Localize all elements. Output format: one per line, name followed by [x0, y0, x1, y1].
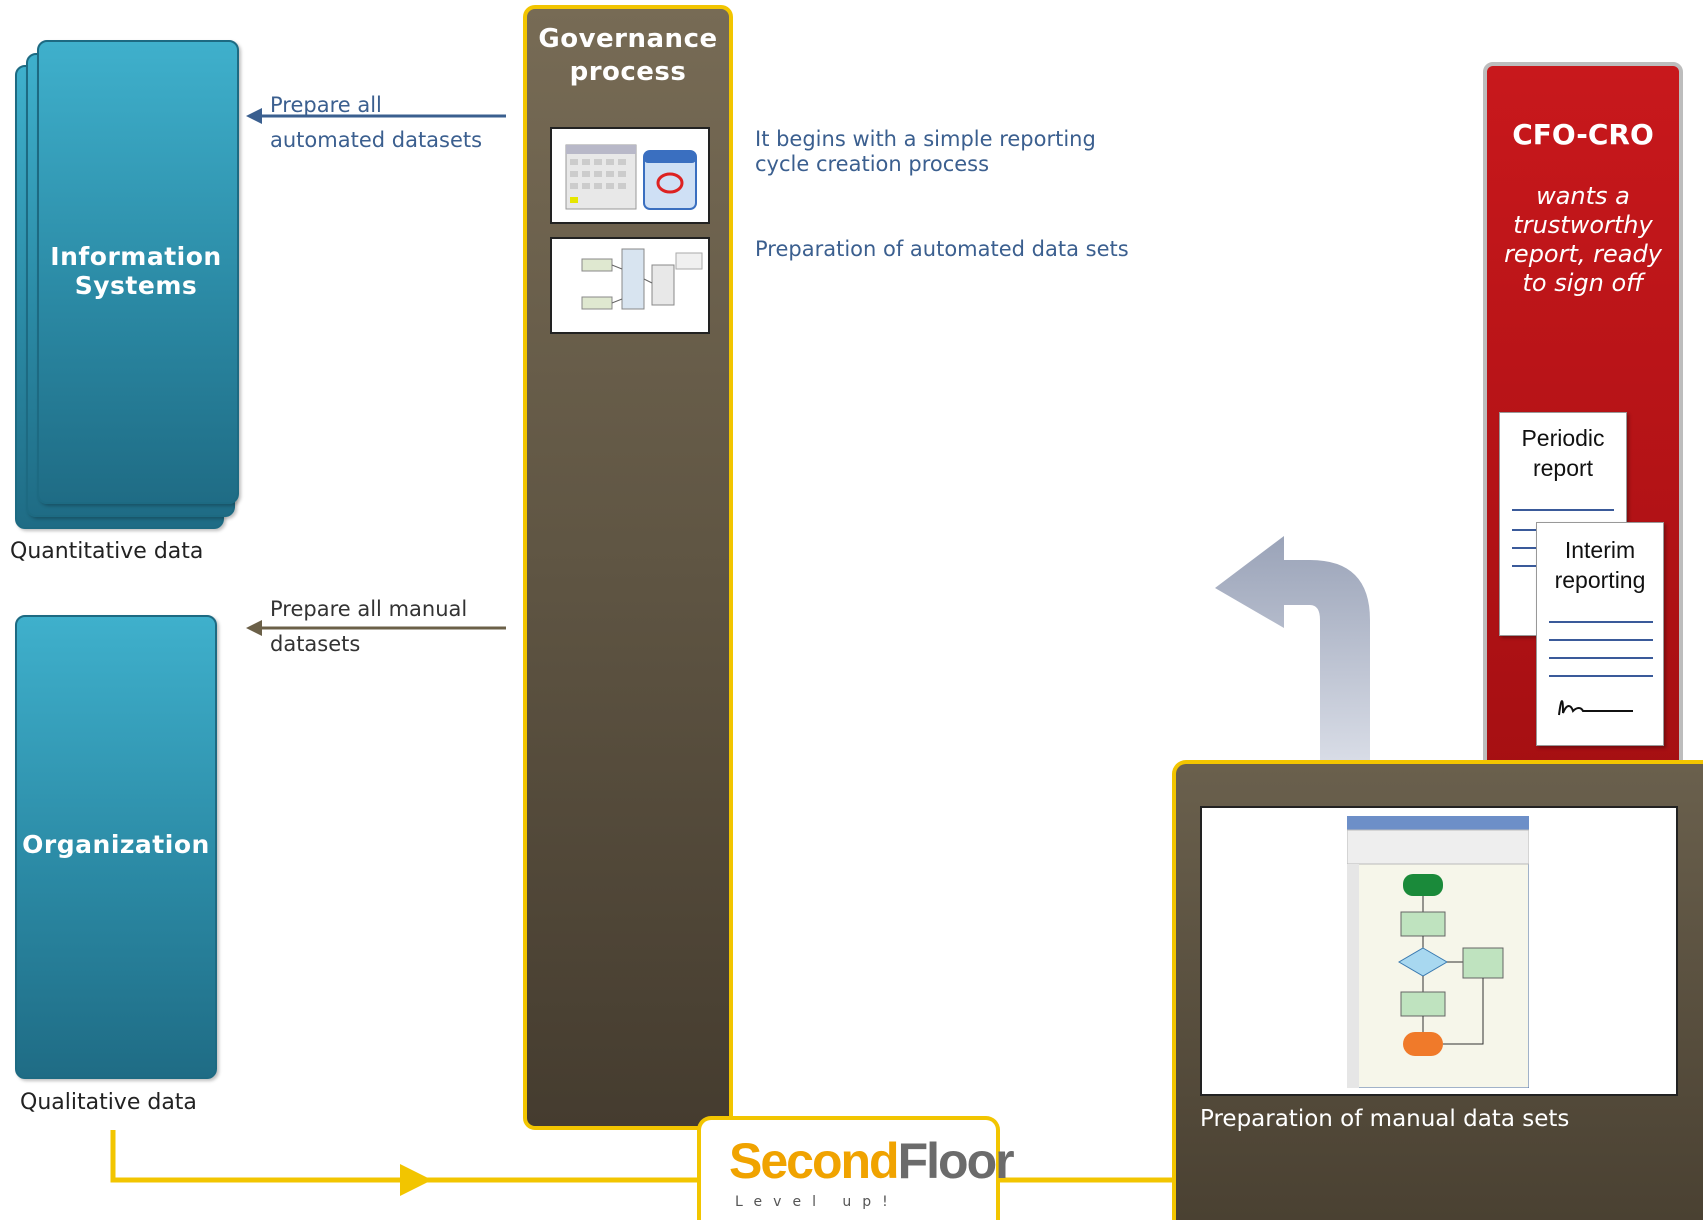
workflow-diagram-icon — [581, 248, 703, 310]
workflow-designer-icon — [1347, 816, 1529, 1088]
signature-icon — [1558, 700, 1633, 716]
logo-tagline: Level up! — [735, 1194, 899, 1210]
governance-title: Governance process — [538, 24, 718, 87]
flow-line — [110, 1130, 697, 1183]
qualitative-data-caption: Qualitative data — [20, 1090, 197, 1115]
logo-part-second: Second — [729, 1133, 900, 1189]
calendar-icon — [565, 144, 697, 210]
information-systems-label: Information Systems — [50, 242, 222, 300]
automated-arrow-label: Prepare all automated datasets — [270, 93, 483, 152]
calendar-thumbnail — [550, 127, 710, 224]
return-arrow — [1215, 536, 1370, 760]
manual-datasets-caption: Preparation of manual data sets — [1200, 1106, 1570, 1132]
logo-wordmark: SecondFloor — [729, 1132, 1015, 1190]
cfo-title: CFO-CRO — [1512, 118, 1654, 151]
governance-column: Governance process — [523, 5, 733, 1130]
quantitative-data-caption: Quantitative data — [10, 539, 204, 564]
logo-part-floor: Floor — [897, 1133, 1015, 1189]
doc-line — [1549, 657, 1653, 659]
manual-datasets-panel: Preparation of manual data sets — [1172, 760, 1703, 1220]
organization-box — [15, 615, 217, 1079]
manual-arrow-head — [246, 620, 262, 636]
doc-line — [1549, 675, 1653, 677]
dataset-diagram-thumbnail — [550, 237, 710, 334]
organization-label: Organization — [22, 830, 210, 859]
doc-line — [1512, 509, 1614, 511]
automated-arrow-head — [246, 108, 262, 124]
secondfloor-logo: SecondFloor Level up! — [697, 1116, 1015, 1220]
governance-step1-text: It begins with a simple reporting cycle … — [755, 127, 1096, 176]
doc-line — [1549, 621, 1653, 623]
manual-arrow-label: Prepare all manual datasets — [270, 597, 468, 656]
doc-line — [1549, 639, 1653, 641]
information-systems-box — [37, 40, 239, 504]
periodic-report-title: Periodic report — [1521, 425, 1605, 481]
flow-arrow-head — [400, 1164, 432, 1196]
governance-step2-text: Preparation of automated data sets — [755, 237, 1129, 261]
cfo-subtitle: wants a trustworthy report, ready to sig… — [1504, 182, 1662, 297]
interim-report-document: Interim reporting — [1536, 522, 1664, 746]
interim-report-title: Interim reporting — [1554, 537, 1646, 593]
workflow-designer-screenshot — [1200, 806, 1678, 1096]
